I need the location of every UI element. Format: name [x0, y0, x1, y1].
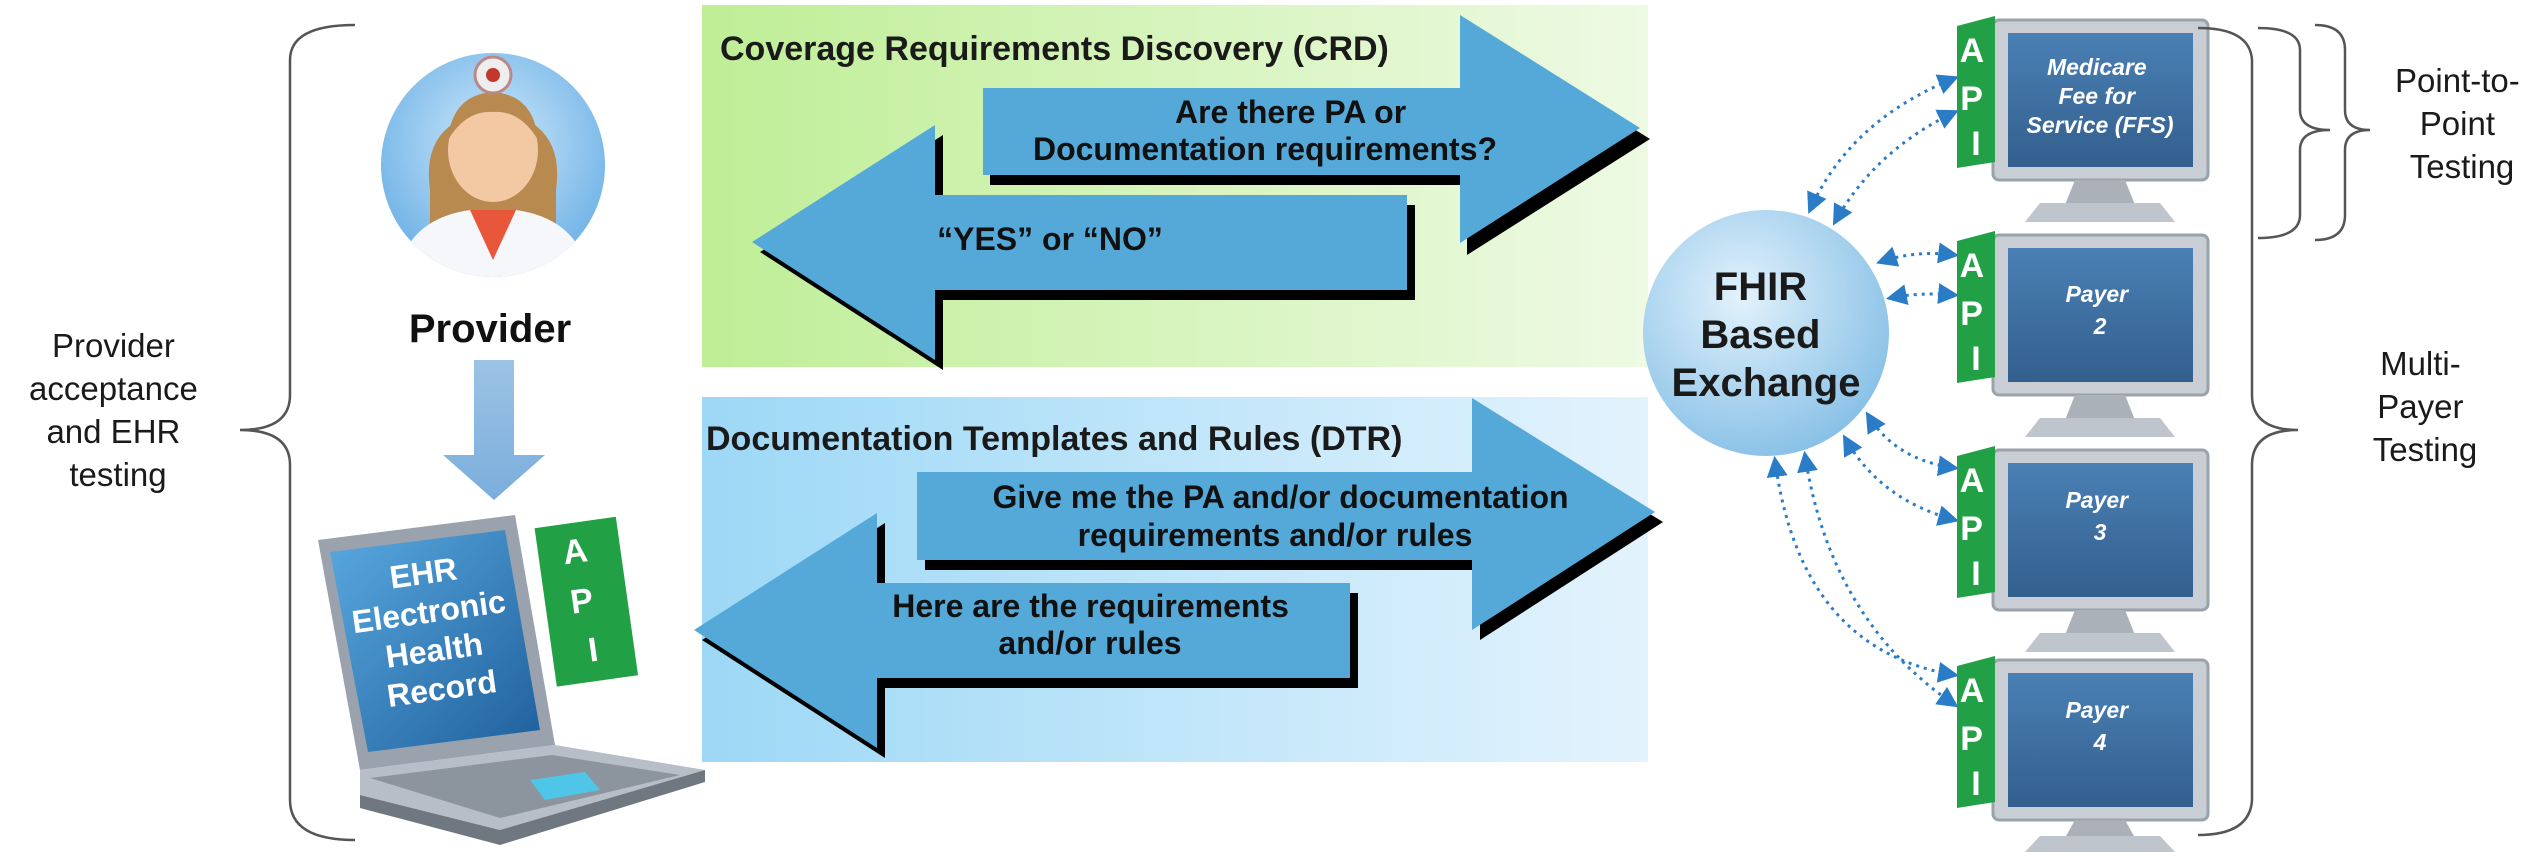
fhir-hub-label: FHIR Based Exchange	[1672, 265, 1861, 405]
provider-to-ehr-arrow	[443, 360, 545, 500]
dtr-response-text: Here are the requirements and/or rules	[892, 588, 1298, 661]
left-brace	[239, 23, 356, 842]
payer-3-label: Payer 3	[2065, 487, 2134, 545]
payer-api-tag-4: A P I	[1957, 656, 1995, 808]
crd-title: Coverage Requirements Discovery (CRD)	[720, 30, 1389, 68]
dtr-title: Documentation Templates and Rules (DTR)	[706, 420, 1402, 458]
fhir-hub	[1643, 210, 1889, 456]
payer-api-tag-3: A P I	[1957, 446, 1995, 598]
payer-monitor-4	[1991, 658, 2210, 852]
dtr-request-text: Give me the PA and/or documentation requ…	[993, 479, 1578, 553]
provider-avatar	[381, 53, 605, 277]
payer-monitor-1	[1991, 18, 2210, 222]
payer-monitor-2	[1991, 233, 2210, 437]
point-to-point-label: Point-to- Point Testing	[2395, 62, 2529, 185]
payer-connections	[1766, 74, 1960, 708]
multi-payer-brace	[2197, 26, 2299, 837]
crd-request-text: Are there PA or Documentation requiremen…	[1033, 94, 1497, 167]
ehr-laptop	[318, 515, 705, 845]
crd-response-arrow	[752, 125, 1415, 370]
provider-label: Provider	[409, 307, 571, 351]
payer-4-label: Payer 4	[2065, 697, 2134, 755]
left-label: Provider acceptance and EHR testing	[29, 327, 207, 493]
payer-2-label: Payer 2	[2065, 281, 2134, 339]
ehr-api-tag: A P I	[534, 516, 639, 687]
svg-text:A P I: A P I	[1960, 462, 1993, 593]
crd-response-text: “YES” or “NO”	[937, 221, 1163, 257]
payer-1-label: Medicare Fee for Service (FFS)	[2027, 54, 2174, 138]
svg-text:A P I: A P I	[560, 530, 612, 671]
payer-api-tag-2: A P I	[1957, 231, 1995, 383]
svg-text:A P I: A P I	[1960, 247, 1993, 378]
dtr-response-arrow	[694, 513, 1358, 758]
crd-request-arrow	[983, 15, 1650, 255]
payer-monitor-3	[1991, 448, 2210, 652]
point-to-point-brace-outer	[2314, 23, 2371, 242]
svg-text:A P I: A P I	[1960, 32, 1993, 163]
svg-text:A P I: A P I	[1960, 672, 1993, 803]
point-to-point-brace	[2257, 26, 2331, 240]
multi-payer-label: Multi- Payer Testing	[2373, 345, 2478, 468]
dtr-request-arrow	[917, 398, 1663, 640]
payer-api-tag-1: A P I	[1957, 16, 1995, 168]
